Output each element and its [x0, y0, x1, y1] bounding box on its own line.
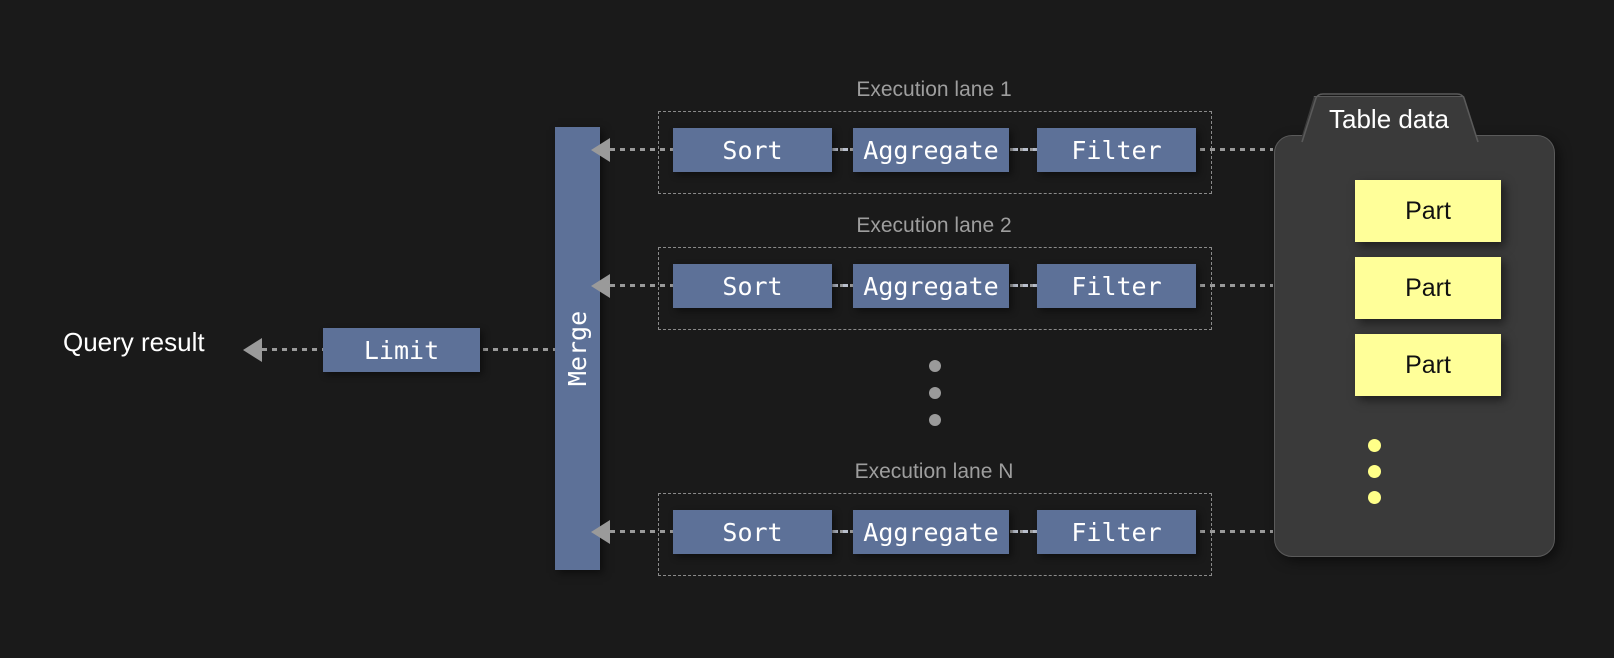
- part-ellipsis-dot-2: [1368, 465, 1381, 478]
- operator-limit[interactable]: Limit: [323, 328, 480, 372]
- part-box-2[interactable]: Part: [1355, 257, 1501, 319]
- lane-container-n: [658, 493, 1212, 576]
- query-result-label: Query result: [63, 327, 205, 357]
- table-data-title: Table data: [1329, 104, 1449, 134]
- arrowhead-to-query-result: [243, 338, 262, 362]
- operator-filter-lane-1[interactable]: Filter: [1037, 128, 1196, 172]
- lane-container-2: [658, 247, 1212, 330]
- arrowhead-lane-2: [591, 274, 610, 298]
- part-box-3[interactable]: Part: [1355, 334, 1501, 396]
- connector-limit-to-result: [262, 348, 327, 351]
- lane-ellipsis-dot-1: [929, 360, 941, 372]
- operator-filter-lane-2[interactable]: Filter: [1037, 264, 1196, 308]
- operator-aggregate-lane-2[interactable]: Aggregate: [853, 264, 1009, 308]
- operator-filter-lane-n[interactable]: Filter: [1037, 510, 1196, 554]
- lane-label-1: Execution lane 1: [856, 78, 1012, 101]
- part-box-1[interactable]: Part: [1355, 180, 1501, 242]
- operator-aggregate-lane-n[interactable]: Aggregate: [853, 510, 1009, 554]
- lane-ellipsis-dot-2: [929, 387, 941, 399]
- operator-sort-lane-n[interactable]: Sort: [673, 510, 832, 554]
- lane-container-1: [658, 111, 1212, 194]
- operator-merge[interactable]: [555, 127, 600, 570]
- operator-sort-lane-2[interactable]: Sort: [673, 264, 832, 308]
- table-data-tab-outline: [1301, 93, 1479, 143]
- lane-label-n: Execution lane N: [854, 460, 1014, 483]
- arrowhead-lane-1: [591, 138, 610, 162]
- lane-ellipsis-dot-3: [929, 414, 941, 426]
- lane-label-2: Execution lane 2: [856, 214, 1012, 237]
- arrowhead-lane-n: [591, 520, 610, 544]
- table-data-tab: [1300, 96, 1478, 142]
- part-ellipsis-dot-3: [1368, 491, 1381, 504]
- operator-aggregate-lane-1[interactable]: Aggregate: [853, 128, 1009, 172]
- part-ellipsis-dot-1: [1368, 439, 1381, 452]
- operator-sort-lane-1[interactable]: Sort: [673, 128, 832, 172]
